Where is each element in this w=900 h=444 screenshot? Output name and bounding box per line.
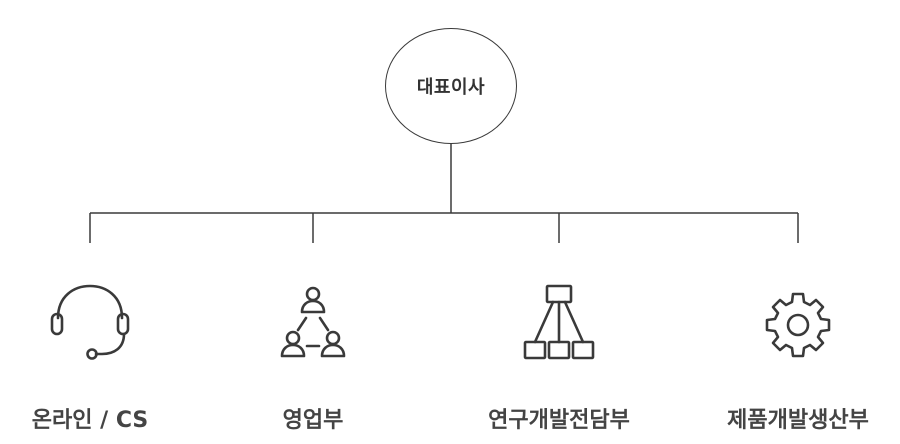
headset-icon xyxy=(44,278,136,370)
department-label: 영업부 xyxy=(282,408,344,433)
department-label: 연구개발전담부 xyxy=(488,408,630,433)
hierarchy-icon xyxy=(513,278,605,370)
team-network-icon xyxy=(267,278,359,370)
department-rnd: 연구개발전담부 xyxy=(459,278,659,434)
department-label: 온라인 / CS xyxy=(31,408,149,433)
ceo-label: 대표이사 xyxy=(416,77,486,98)
department-sales: 영업부 xyxy=(213,278,413,434)
ceo-node: 대표이사 xyxy=(385,28,517,144)
department-label: 제품개발생산부 xyxy=(727,408,869,433)
department-online-cs: 온라인 / CS xyxy=(0,278,190,434)
department-production: 제품개발생산부 xyxy=(698,278,898,434)
gear-icon xyxy=(752,278,844,370)
